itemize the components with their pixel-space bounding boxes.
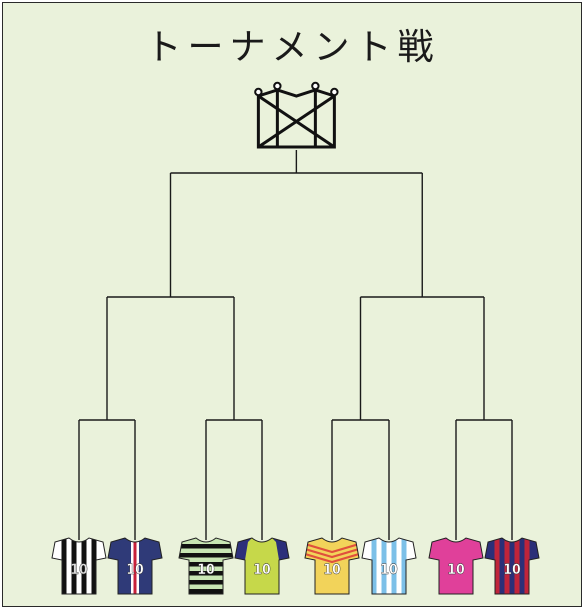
jersey-lime-navy-icon: 10 bbox=[234, 537, 290, 595]
jersey-number: 10 bbox=[323, 562, 341, 578]
jersey-number: 10 bbox=[70, 562, 88, 578]
jersey-number: 10 bbox=[197, 562, 215, 578]
crown-icon bbox=[254, 81, 339, 149]
page-title: トーナメント戦 bbox=[145, 27, 440, 68]
jersey-number: 10 bbox=[253, 562, 271, 578]
jersey-magenta-icon: 10 bbox=[428, 537, 484, 595]
jersey-number: 10 bbox=[126, 562, 144, 578]
jersey-number: 10 bbox=[380, 562, 398, 578]
jersey-number: 10 bbox=[503, 562, 521, 578]
jersey-navy-white-icon: 10 bbox=[107, 537, 163, 595]
bracket-lines bbox=[78, 150, 513, 540]
jersey-skyblue-white-stripes-icon: 10 bbox=[361, 537, 417, 595]
jersey-yellow-red-icon: 10 bbox=[304, 537, 360, 595]
jersey-black-white-stripes-icon: 10 bbox=[51, 537, 107, 595]
jersey-navy-red-stripes-icon: 10 bbox=[484, 537, 540, 595]
jersey-green-black-hoops-icon: 10 bbox=[178, 537, 234, 595]
jersey-number: 10 bbox=[447, 562, 465, 578]
team-jerseys: 10 10 10 10 10 10 10 10 bbox=[51, 537, 540, 595]
